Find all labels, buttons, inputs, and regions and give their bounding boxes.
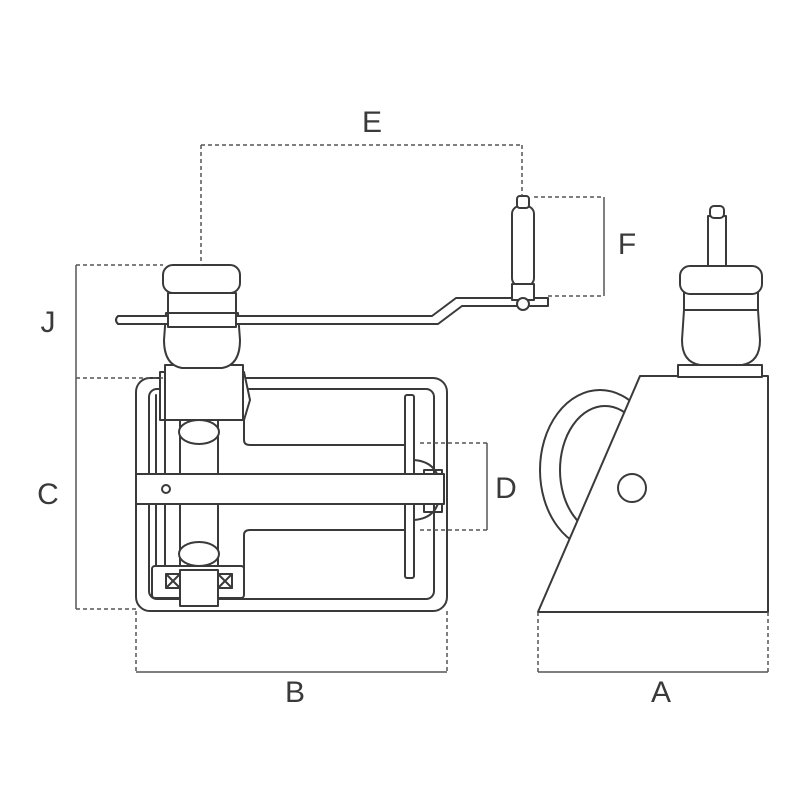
dimension-labels: E F J C D B A bbox=[37, 106, 671, 709]
dimensions bbox=[75, 144, 769, 673]
cross-bar bbox=[135, 473, 445, 505]
front-view bbox=[115, 195, 549, 612]
label-e: E bbox=[362, 106, 382, 139]
crank-arm bbox=[115, 195, 549, 328]
side-view bbox=[537, 205, 769, 613]
bearing-block bbox=[151, 565, 245, 607]
label-a: A bbox=[651, 676, 671, 709]
label-f: F bbox=[618, 228, 636, 261]
label-b: B bbox=[285, 676, 305, 709]
label-c: C bbox=[37, 478, 59, 511]
label-d: D bbox=[495, 472, 517, 505]
upper-bracket bbox=[159, 364, 251, 421]
label-j: J bbox=[41, 306, 56, 339]
side-hole bbox=[617, 473, 647, 503]
side-knob-stack bbox=[677, 205, 763, 378]
